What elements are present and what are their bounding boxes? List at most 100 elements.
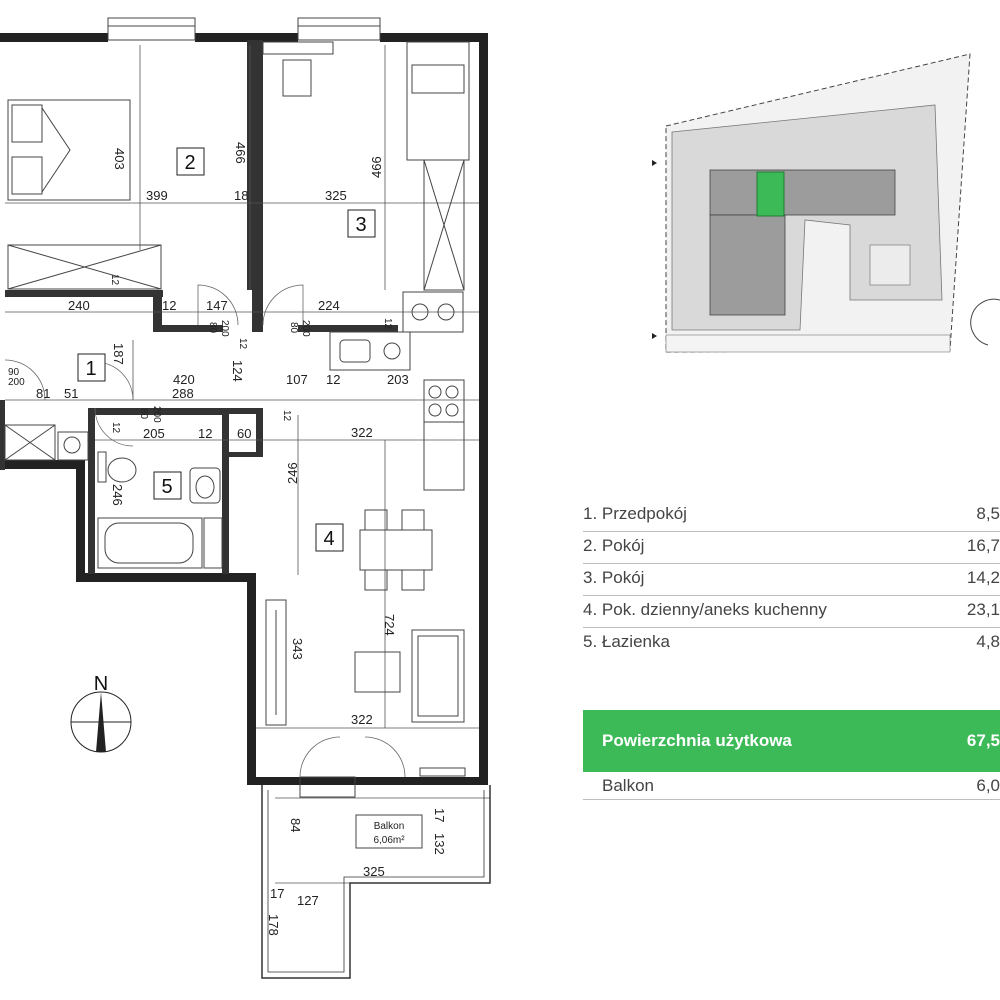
dim-label: 12 [198,426,212,441]
dim-label: 325 [325,188,347,203]
bathtub [97,517,203,569]
dim-label: 403 [112,148,127,170]
dim-label: 12 [110,422,121,434]
desk-chair [282,59,312,97]
single-bed [406,41,470,161]
inner-walls [0,40,398,574]
furniture [4,41,470,777]
compass-north-label: N [94,673,108,695]
dim-label: 325 [363,864,385,879]
usable-area-banner: Powierzchnia użytkowa 67,5 [583,710,1000,772]
balcony-summary-row: Balkon 6,0 [583,772,1000,800]
dim-label: 17 [270,886,284,901]
room-number-1: 1 [85,358,96,380]
legend-row: 5. Łazienka 4,8 [583,628,1000,659]
usable-area-label: Powierzchnia użytkowa [602,731,792,750]
room-legend: 1. Przedpokój 8,5 2. Pokój 16,7 3. Pokój… [583,500,1000,659]
windows [107,17,381,798]
legend-room-area: 23,1 [966,600,1000,619]
dim-label: 124 [230,360,245,382]
balcony-box-area: 6,06m² [373,835,405,846]
legend-room-label: 2. Pokój [583,536,645,555]
legend-row: 1. Przedpokój 8,5 [583,500,1000,532]
dim-label: 147 [206,298,228,313]
dim-label: 205 [143,426,165,441]
balcony-value: 6,0 [976,775,1000,795]
dim-label: 420 [173,372,195,387]
dim-label: 80 [288,322,299,334]
dim-label: 12 [281,410,292,422]
dim-label: 12 [382,318,393,330]
dim-label: 200 [8,377,25,388]
dining-table [359,529,433,571]
legend-room-area: 4,8 [976,632,1000,651]
compass-needle-icon [96,692,106,752]
tv-unit [265,599,287,726]
dim-label: 17 [432,808,447,822]
dim-label: 90 [8,367,20,378]
dimension-labels: 403 466 399 18 325 466 12 240 12 147 224… [8,142,447,936]
dim-label: 12 [109,274,120,286]
dimension-lines [5,45,490,884]
room-number-4: 4 [323,528,334,550]
dim-label: 200 [151,406,162,423]
legend-room-label: 3. Pokój [583,568,645,587]
dim-label: 466 [233,142,248,164]
washing-machine [57,431,89,461]
outer-walls [0,33,488,785]
dim-label: 60 [237,426,251,441]
door-swings [4,284,406,778]
balcony-outline [261,785,491,979]
dim-label: 203 [387,372,409,387]
cooktop [423,379,465,423]
kitchen-counter [423,421,465,491]
dim-label: 107 [286,372,308,387]
room-number-5: 5 [161,476,172,498]
dim-label: 80 [138,408,149,420]
legend-room-area: 16,7 [966,536,1000,555]
room-number-3: 3 [355,214,366,236]
coffee-table [354,651,401,693]
dim-label: 84 [288,818,303,832]
balcony-box-title: Balkon [374,821,405,832]
dim-label: 12 [237,338,248,350]
dim-label: 240 [68,298,90,313]
dim-label: 200 [219,320,230,337]
toilet [107,457,137,483]
dim-label: 288 [172,386,194,401]
double-bed [7,99,131,201]
dim-label: 127 [297,893,319,908]
dim-label: 224 [318,298,340,313]
dim-label: 80 [207,322,218,334]
legend-row: 3. Pokój 14,2 [583,564,1000,596]
apartment-location-marker [756,171,785,217]
legend-row: 4. Pok. dzienny/aneks kuchenny 23,1 [583,596,1000,628]
legend-room-label: 1. Przedpokój [583,504,687,523]
site-plan [652,53,1000,353]
legend-room-label: 4. Pok. dzienny/aneks kuchenny [583,600,827,619]
dim-label: 12 [162,298,176,313]
dim-label: 187 [111,343,126,365]
legend-room-label: 5. Łazienka [583,632,670,651]
dim-label: 178 [266,914,281,936]
dim-label: 18 [234,188,248,203]
dim-label: 12 [326,372,340,387]
balcony-area-box: Balkon 6,06m² [355,814,423,849]
dim-label: 81 [36,386,50,401]
balcony-label: Balkon [602,775,654,795]
dim-label: 200 [300,320,311,337]
dim-label: 132 [432,833,447,855]
legend-room-area: 8,5 [976,504,1000,523]
dim-label: 343 [290,638,305,660]
wardrobe-room3 [423,159,465,291]
dim-label: 322 [351,425,373,440]
fridge [402,291,464,333]
dim-label: 246 [110,484,125,506]
dim-label: 322 [351,712,373,727]
legend-row: 2. Pokój 16,7 [583,532,1000,564]
room-numbers: 2 3 1 5 4 [77,147,376,552]
hall-wardrobe [4,424,56,461]
dim-label: 246 [285,462,300,484]
sofa [411,629,465,723]
